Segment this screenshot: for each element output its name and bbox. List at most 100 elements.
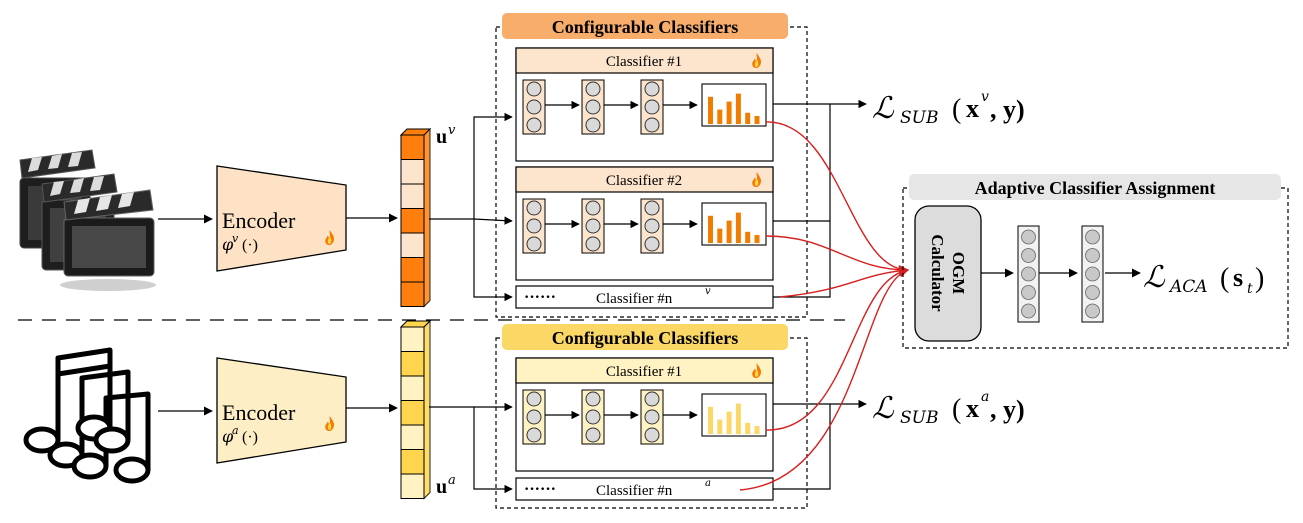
video-feature-label: u [436, 126, 447, 148]
loss-symbol: ℒ [872, 391, 895, 426]
audio-classifier-1-network [522, 389, 767, 445]
neuron [585, 99, 601, 115]
feature-cell [400, 281, 425, 307]
classifier-n-sup: a [705, 478, 711, 489]
loss-symbol: ℒ [872, 91, 895, 126]
output-bar [708, 215, 713, 243]
neuron [526, 99, 542, 115]
audio-encoder-args: (·) [242, 429, 258, 446]
neuron [585, 236, 601, 252]
neuron [526, 117, 542, 133]
music-notes-icon [23, 347, 151, 484]
video-fork-arrows [429, 112, 513, 302]
video-output-merge [773, 99, 867, 298]
neuron [526, 391, 542, 407]
output-bar [754, 426, 760, 434]
neuron [644, 99, 660, 115]
loss-open: ( [952, 394, 961, 425]
video-encoder-args: (·) [242, 237, 258, 254]
feature-cell [400, 232, 425, 258]
neuron [1021, 303, 1036, 319]
loss-s-sub: t [1247, 281, 1253, 297]
loss-x-sup: a [981, 389, 989, 405]
output-bar [735, 403, 741, 434]
audio-fork-arrows [429, 402, 513, 494]
feature-cell [400, 159, 425, 185]
feature-cell [400, 375, 425, 401]
output-bar [735, 212, 741, 243]
audio-output-merge [773, 399, 867, 490]
aca-title: Adaptive Classifier Assignment [975, 178, 1216, 198]
video-encoder: Encoder φ v (·) [216, 165, 347, 272]
neuron [1021, 229, 1036, 245]
video-encoder-label: Encoder [222, 208, 296, 233]
audio-encoder: Encoder φ a (·) [216, 357, 347, 464]
neuron [644, 200, 660, 216]
loss-close: ) [1255, 263, 1264, 294]
audio-feature-vector [399, 319, 432, 500]
neuron [526, 409, 542, 425]
neuron [644, 427, 660, 443]
audio-group-title: Configurable Classifiers [552, 328, 739, 348]
output-bar [754, 235, 760, 243]
neuron [1021, 248, 1036, 263]
neuron [526, 200, 542, 216]
loss-rest: , y) [990, 95, 1025, 124]
neuron [644, 117, 660, 133]
loss-x: x [966, 94, 979, 123]
loss-x: x [966, 394, 979, 423]
neuron [526, 427, 542, 443]
neuron [1021, 285, 1036, 300]
aca-header [909, 174, 1281, 200]
neuron [1085, 229, 1100, 245]
feature-side [423, 319, 431, 500]
output-bar [726, 411, 732, 434]
feature-cell [400, 257, 425, 283]
classifier-n-label: Classifier #n [596, 483, 673, 499]
feature-cell [400, 134, 425, 160]
video-group-header [502, 13, 788, 39]
neuron [585, 81, 601, 97]
loss-open: ( [1220, 263, 1229, 294]
classifier-n-dots: ······ [524, 289, 556, 306]
neuron [585, 117, 601, 133]
feature-side [423, 127, 431, 308]
neuron [585, 427, 601, 443]
loss-symbol: ℒ [1143, 260, 1166, 295]
neuron [585, 391, 601, 407]
video-classifier-n: ······ Classifier #n v [515, 285, 774, 309]
feature-cell [400, 183, 425, 209]
feature-cell [400, 473, 425, 499]
loss-s: s [1233, 263, 1243, 292]
neuron [644, 218, 660, 234]
loss-x-sup: v [981, 89, 989, 105]
output-bar [726, 101, 732, 124]
ogm-calculator: OGM Calculator [914, 205, 982, 342]
output-bar [717, 109, 723, 124]
audio-sub-loss: ℒ SUB ( x a , y) [872, 389, 1025, 428]
neuron [1085, 285, 1100, 300]
classifier-n-dots: ······ [524, 481, 556, 498]
neuron [1085, 303, 1100, 319]
loss-subscript: ACA [1168, 277, 1208, 297]
neuron [1021, 266, 1036, 282]
feature-cell [400, 208, 425, 234]
classifier-n-label: Classifier #n [596, 291, 673, 307]
feature-cell [400, 326, 425, 352]
video-feature-sup: v [448, 123, 456, 138]
output-bar [726, 220, 732, 243]
output-bar [717, 419, 723, 434]
audio-feature-sup: a [448, 473, 456, 488]
aca-network [1017, 225, 1104, 323]
video-group-title: Configurable Classifiers [552, 17, 739, 37]
neuron [644, 81, 660, 97]
loss-subscript: SUB [900, 408, 938, 428]
neuron [526, 81, 542, 97]
output-bar [745, 112, 751, 124]
output-bar [735, 93, 741, 124]
audio-group-header [502, 324, 788, 350]
neuron [644, 391, 660, 407]
audio-feature-label: u [436, 476, 447, 498]
feature-cell [400, 424, 425, 450]
video-classifier-2-network [522, 198, 767, 254]
